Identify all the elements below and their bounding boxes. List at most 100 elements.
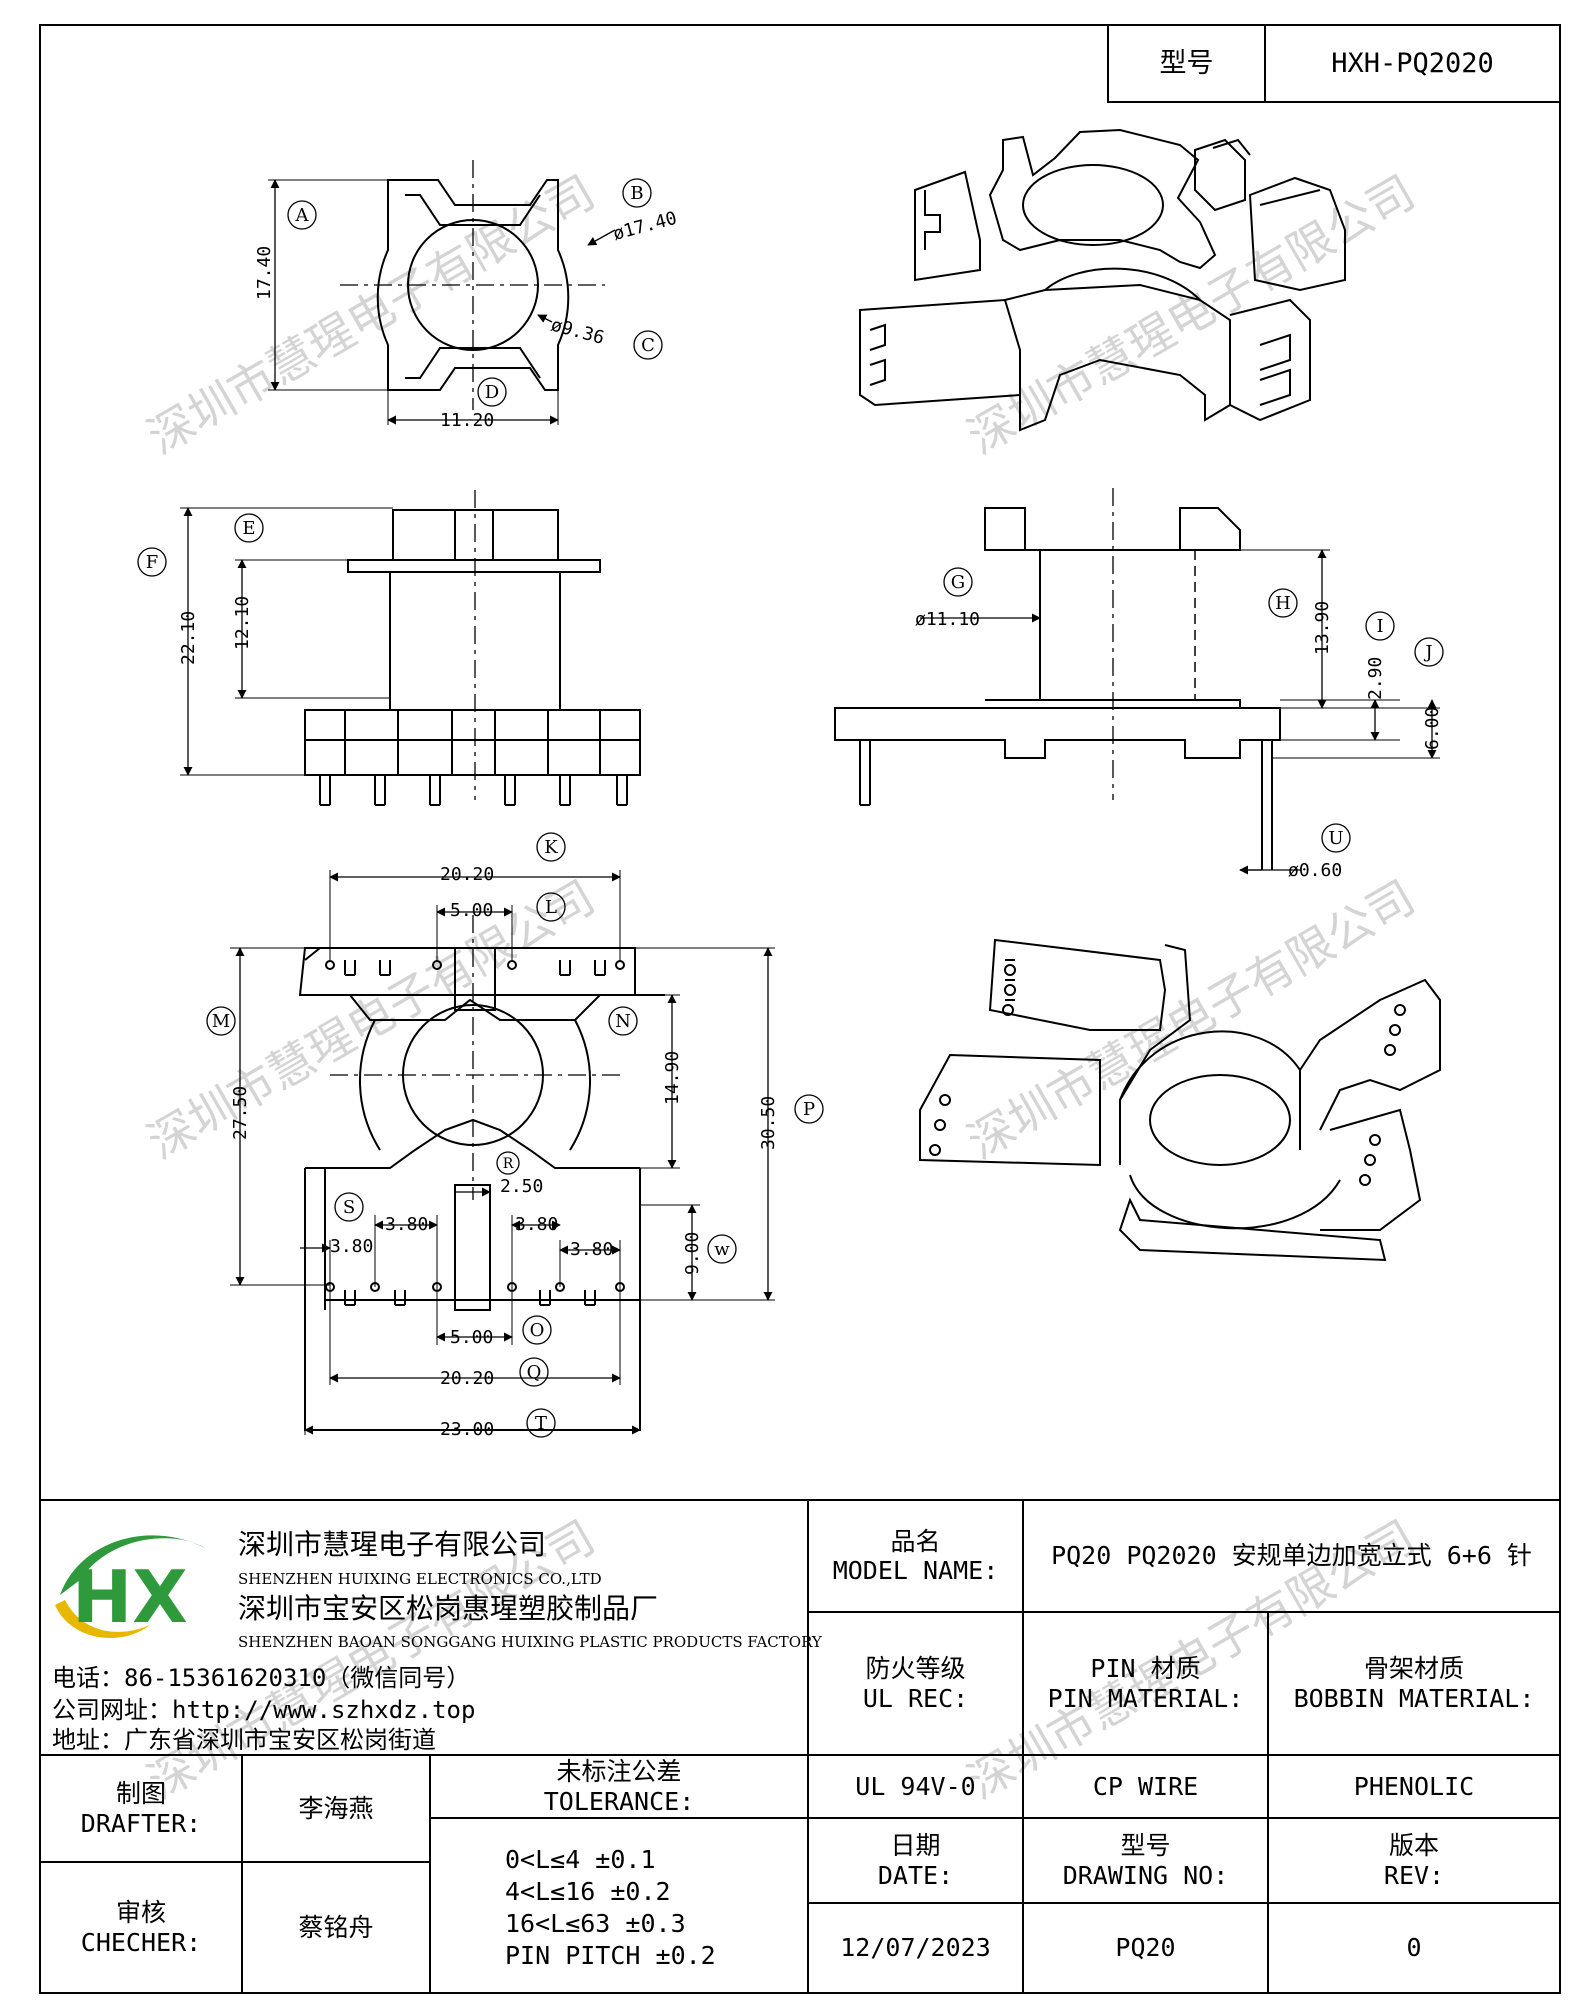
ul-rec-cn: 防火等级	[865, 1654, 966, 1683]
bobbin-material-value: PHENOLIC	[1353, 1771, 1475, 1801]
pin-material-value: CP WIRE	[1092, 1771, 1199, 1801]
balloon-t: T	[535, 1413, 547, 1434]
dim-3-80-a: 3.80	[330, 1236, 373, 1257]
balloon-r: R	[503, 1156, 514, 1172]
company-name-en: SHENZHEN HUIXING ELECTRONICS CO.,LTD	[238, 1570, 602, 1588]
ul-rec-value: UL 94V-0	[855, 1771, 976, 1801]
balloon-b: B	[630, 183, 643, 204]
drawing-no-en: DRAWING NO:	[1062, 1860, 1229, 1890]
factory-name-en: SHENZHEN BAOAN SONGGANG HUIXING PLASTIC …	[238, 1633, 822, 1651]
dim-17-40: 17.40	[254, 246, 275, 300]
company-address: 地址：广东省深圳市宝安区松岗街道	[52, 1726, 436, 1754]
watermark-4: 深圳市慧瑆电子有限公司	[959, 870, 1424, 1170]
checker-cn: 审核	[115, 1898, 166, 1927]
tolerance-label: 未标注公差 TOLERANCE:	[430, 1755, 808, 1818]
dim-6-00: 6.00	[1422, 707, 1443, 750]
checker-en: CHECHER:	[80, 1927, 202, 1957]
factory-name-cn: 深圳市宝安区松岗惠瑆塑胶制品厂	[238, 1592, 659, 1625]
iso-view-bottom	[919, 938, 1441, 1262]
dim-phi-11-10: ø11.10	[915, 609, 980, 630]
dim-23-00: 23.00	[440, 1419, 494, 1440]
balloon-s: S	[343, 1197, 355, 1218]
company-name-cn: 深圳市慧瑆电子有限公司	[238, 1528, 547, 1561]
checker-label: 审核 CHECHER:	[40, 1862, 242, 1993]
dim-3-80-b: 3.80	[385, 1214, 428, 1235]
dim-2-90: 2.90	[1365, 657, 1386, 700]
outer-border	[39, 24, 1561, 1994]
balloons	[137, 178, 1444, 1438]
pin-material-en: PIN MATERIAL:	[1047, 1683, 1244, 1713]
ul-rec-label: 防火等级 UL REC:	[808, 1612, 1023, 1755]
dim-phi-0-60: ø0.60	[1288, 860, 1342, 881]
model-value: HXH-PQ2020	[1331, 47, 1494, 79]
tolerance-row-1: 0<L≤4 ±0.1	[505, 1845, 656, 1874]
dim-3-80-c: 3.80	[515, 1214, 558, 1235]
balloon-k: K	[544, 837, 558, 858]
drafter-cn: 制图	[115, 1779, 166, 1808]
bobbin-material-cn: 骨架材质	[1363, 1654, 1464, 1683]
bobbin-material-en: BOBBIN MATERIAL:	[1293, 1683, 1535, 1713]
tolerance-en: TOLERANCE:	[543, 1786, 695, 1816]
ul-rec-en: UL REC:	[862, 1683, 969, 1713]
side-view-right	[834, 488, 1440, 875]
date-value: 12/07/2023	[840, 1933, 991, 1963]
drafter-name: 李海燕	[298, 1793, 374, 1823]
rev-label: 版本 REV:	[1268, 1818, 1560, 1903]
model-label: 型号	[1159, 47, 1214, 79]
dim-30-50: 30.50	[758, 1096, 779, 1150]
dim-22-10: 22.10	[178, 611, 199, 665]
tolerance-row-4: PIN PITCH ±0.2	[505, 1941, 716, 1970]
top-view-bobbin	[268, 160, 616, 425]
drafter-en: DRAFTER:	[80, 1808, 202, 1838]
side-view-front	[180, 490, 641, 806]
date-label: 日期 DATE:	[808, 1818, 1023, 1903]
company-website: 公司网址：http://www.szhxdz.top	[52, 1696, 476, 1724]
title-block-grid	[40, 1499, 1560, 1993]
dim-9-00: 9.00	[682, 1232, 703, 1275]
balloon-d: D	[485, 382, 499, 403]
rev-value: 0	[1406, 1933, 1422, 1963]
dim-3-80-d: 3.80	[570, 1239, 613, 1260]
model-name-cn: 品名	[890, 1526, 941, 1556]
balloon-letters: A B C D E F G H I J K L M N O P Q R S T …	[146, 183, 1433, 1434]
balloon-a: A	[295, 205, 310, 226]
iso-view-top	[859, 128, 1346, 432]
balloon-j: J	[1423, 642, 1432, 663]
company-phone: 电话：86-15361620310（微信同号）	[52, 1664, 471, 1692]
logo-letters: HX	[72, 1555, 188, 1639]
balloon-i: I	[1376, 616, 1383, 637]
pin-material-cn: PIN 材质	[1090, 1654, 1201, 1683]
balloon-m: M	[212, 1011, 230, 1032]
dim-5-00-bot: 5.00	[450, 1327, 493, 1348]
balloon-c: C	[641, 335, 655, 356]
balloon-p: P	[803, 1099, 815, 1120]
balloon-g: G	[951, 572, 965, 593]
dim-phi-9-36: ø9.36	[549, 315, 607, 349]
model-name-label: 品名 MODEL NAME:	[808, 1500, 1023, 1612]
date-cn: 日期	[890, 1831, 941, 1860]
model-name-value: PQ20 PQ2020 安规单边加宽立式 6+6 针	[1051, 1541, 1532, 1571]
dim-27-50: 27.50	[230, 1086, 251, 1140]
watermark-2: 深圳市慧瑆电子有限公司	[959, 165, 1424, 465]
balloon-e: E	[242, 518, 255, 539]
dim-12-10: 12.10	[232, 596, 253, 650]
company-logo: HX	[55, 1535, 205, 1639]
balloon-q: Q	[527, 1362, 542, 1383]
drawing-no-value: PQ20	[1115, 1933, 1176, 1963]
dim-20-20-bot: 20.20	[440, 1368, 494, 1389]
balloon-u: U	[1328, 828, 1343, 849]
drawing-no-label: 型号 DRAWING NO:	[1023, 1818, 1268, 1903]
balloon-l: L	[545, 897, 557, 918]
dim-5-00-top: 5.00	[450, 900, 493, 921]
balloon-w: w	[714, 1239, 730, 1260]
rev-cn: 版本	[1388, 1831, 1439, 1860]
plan-view-bottom	[230, 870, 775, 1435]
drafter-label: 制图 DRAFTER:	[40, 1755, 242, 1862]
balloon-h: H	[1275, 593, 1291, 614]
checker-name: 蔡铭舟	[298, 1912, 374, 1942]
tolerance-cn: 未标注公差	[556, 1757, 682, 1786]
drawing-no-cn: 型号	[1120, 1831, 1171, 1860]
dim-20-20-top: 20.20	[440, 864, 494, 885]
dim-2-50: 2.50	[500, 1176, 543, 1197]
